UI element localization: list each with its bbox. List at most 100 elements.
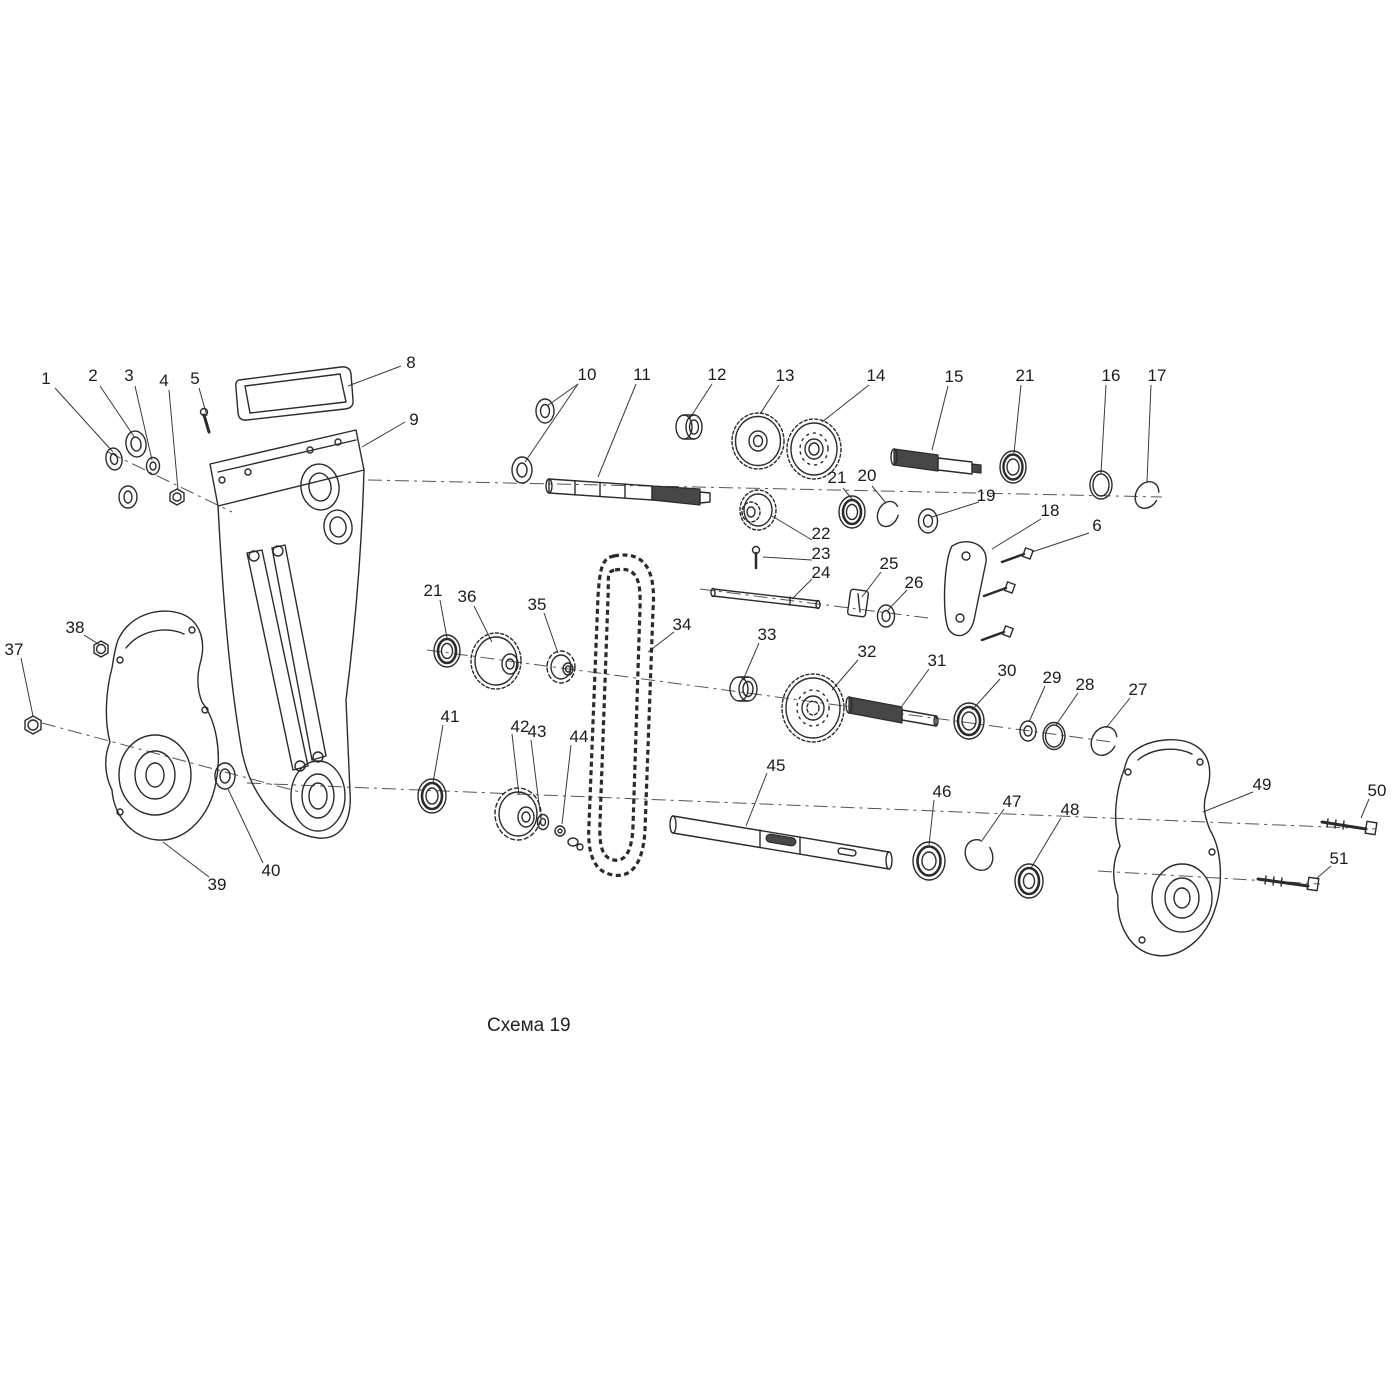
part-label-9: 9 bbox=[409, 410, 418, 429]
part-bearing-30 bbox=[953, 702, 985, 740]
part-links-44 bbox=[554, 825, 584, 851]
part-bearing-pair-10 bbox=[511, 398, 555, 484]
part-label-6: 6 bbox=[1092, 516, 1101, 535]
part-label-14: 14 bbox=[867, 366, 886, 385]
part-bearing-21c bbox=[433, 634, 461, 668]
part-label-10: 10 bbox=[578, 365, 597, 384]
part-bearing-21a bbox=[999, 450, 1027, 484]
part-label-37: 37 bbox=[5, 640, 24, 659]
part-label-4: 4 bbox=[159, 371, 168, 390]
part-label-41: 41 bbox=[441, 707, 460, 726]
part-bolt-50 bbox=[1320, 818, 1378, 836]
part-label-24: 24 bbox=[812, 563, 831, 582]
part-label-30: 30 bbox=[998, 661, 1017, 680]
part-label-21b: 21 bbox=[828, 468, 847, 487]
part-snap-ring-20 bbox=[876, 500, 900, 528]
part-sprocket-35 bbox=[546, 650, 576, 684]
part-label-40: 40 bbox=[262, 861, 281, 880]
part-cover-39 bbox=[105, 610, 219, 841]
part-label-31: 31 bbox=[928, 651, 947, 670]
part-washer-40 bbox=[214, 762, 236, 790]
part-gear-32 bbox=[781, 673, 845, 743]
part-label-19: 19 bbox=[977, 486, 996, 505]
part-nut-38 bbox=[93, 640, 109, 658]
part-label-16: 16 bbox=[1102, 366, 1121, 385]
part-washer-43 bbox=[536, 813, 550, 831]
part-cover-49 bbox=[1113, 739, 1222, 957]
part-label-49: 49 bbox=[1253, 775, 1272, 794]
part-label-48: 48 bbox=[1061, 800, 1080, 819]
part-bolt-51 bbox=[1256, 875, 1320, 892]
part-label-22: 22 bbox=[812, 524, 831, 543]
part-shaft-15 bbox=[890, 448, 982, 475]
part-label-11: 11 bbox=[633, 365, 651, 384]
part-snap-ring-47 bbox=[964, 838, 994, 872]
part-nut-37 bbox=[24, 715, 42, 735]
part-sprocket-42 bbox=[494, 787, 542, 841]
part-label-23: 23 bbox=[812, 544, 831, 563]
part-bolts-6 bbox=[980, 547, 1034, 642]
part-bracket-18 bbox=[943, 541, 987, 637]
part-label-35: 35 bbox=[528, 595, 547, 614]
part-label-25: 25 bbox=[880, 554, 899, 573]
part-washer-29 bbox=[1019, 720, 1037, 742]
part-ring-16 bbox=[1089, 470, 1113, 500]
part-chain-34 bbox=[587, 553, 656, 878]
part-block-25 bbox=[846, 588, 870, 618]
leader-lines bbox=[20, 365, 1370, 879]
part-label-8: 8 bbox=[406, 353, 415, 372]
part-snap-ring-27 bbox=[1090, 725, 1118, 757]
part-rod-24 bbox=[710, 587, 821, 610]
part-washer-19 bbox=[917, 508, 939, 534]
part-washers-and-screws bbox=[105, 407, 211, 509]
part-label-12: 12 bbox=[708, 365, 727, 384]
part-label-44: 44 bbox=[570, 727, 589, 746]
part-shaft-11 bbox=[545, 478, 711, 506]
figure-caption: Схема 19 bbox=[487, 1015, 571, 1036]
part-label-50: 50 bbox=[1368, 781, 1387, 800]
part-washer-26 bbox=[876, 604, 896, 628]
part-gear-36 bbox=[470, 632, 522, 690]
part-label-36: 36 bbox=[458, 587, 477, 606]
part-label-18: 18 bbox=[1041, 501, 1060, 520]
part-screw-23 bbox=[751, 545, 761, 570]
part-bushing-12 bbox=[675, 414, 703, 440]
part-label-2: 2 bbox=[88, 366, 97, 385]
part-gear-13 bbox=[731, 412, 785, 470]
part-label-34: 34 bbox=[673, 615, 692, 634]
axis-lines bbox=[41, 451, 1379, 885]
part-label-5: 5 bbox=[190, 369, 199, 388]
part-label-43: 43 bbox=[528, 722, 547, 741]
part-label-13: 13 bbox=[776, 366, 795, 385]
part-bearing-46 bbox=[912, 841, 946, 881]
part-label-38: 38 bbox=[66, 618, 85, 637]
part-label-15: 15 bbox=[945, 367, 964, 386]
part-label-21c: 21 bbox=[424, 581, 443, 600]
part-housing bbox=[209, 429, 365, 839]
part-label-51: 51 bbox=[1330, 849, 1349, 868]
part-ring-28 bbox=[1042, 721, 1066, 751]
part-label-46: 46 bbox=[933, 782, 952, 801]
part-label-21a: 21 bbox=[1016, 366, 1035, 385]
part-label-26: 26 bbox=[905, 573, 924, 592]
part-label-45: 45 bbox=[767, 756, 786, 775]
part-bearing-41 bbox=[417, 778, 447, 814]
part-labels: 1 2 3 4 5 8 9 10 11 12 13 14 15 21 16 17… bbox=[5, 353, 1387, 894]
part-label-20: 20 bbox=[858, 466, 877, 485]
part-label-33: 33 bbox=[758, 625, 777, 644]
part-label-3: 3 bbox=[124, 366, 133, 385]
part-label-47: 47 bbox=[1003, 792, 1022, 811]
part-label-42: 42 bbox=[511, 717, 530, 736]
part-shaft-45 bbox=[669, 815, 893, 870]
part-bearing-21b bbox=[838, 495, 866, 529]
part-label-28: 28 bbox=[1076, 675, 1095, 694]
part-label-32: 32 bbox=[858, 642, 877, 661]
part-label-27: 27 bbox=[1129, 680, 1148, 699]
part-gear-22 bbox=[739, 489, 777, 531]
part-label-29: 29 bbox=[1043, 668, 1062, 687]
part-gear-14 bbox=[786, 418, 842, 480]
part-label-1: 1 bbox=[41, 369, 50, 388]
part-snap-ring-17 bbox=[1134, 480, 1160, 510]
